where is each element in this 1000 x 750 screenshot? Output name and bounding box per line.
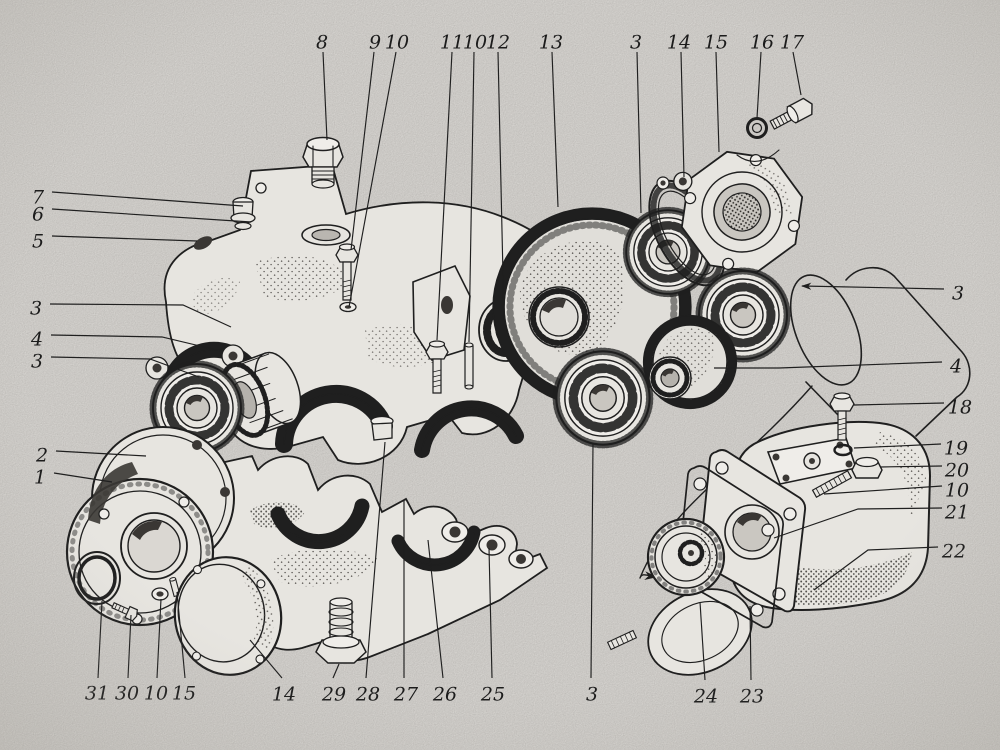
callout-10-label: 10 bbox=[945, 480, 969, 502]
callout-14-label: 14 bbox=[272, 684, 296, 706]
callout-2-label: 2 bbox=[35, 445, 48, 467]
coupling-hub-23 bbox=[646, 517, 726, 597]
driven-gear-cluster bbox=[642, 314, 738, 410]
callout-3-label: 3 bbox=[630, 32, 642, 54]
callout-4-label: 4 bbox=[30, 329, 43, 351]
callout-10-label: 10 bbox=[385, 32, 409, 54]
callout-29-label: 29 bbox=[321, 684, 346, 706]
stud-10 bbox=[464, 342, 474, 390]
gear-hub bbox=[528, 286, 590, 348]
callout-31-label: 31 bbox=[85, 683, 109, 705]
callout-27-label: 27 bbox=[393, 684, 419, 706]
bracket-bolt-hole bbox=[255, 182, 267, 194]
callout-9-label: 9 bbox=[369, 32, 381, 54]
callout-19-label: 19 bbox=[944, 438, 968, 460]
callout-11-label: 11 bbox=[440, 32, 464, 54]
callout-3-label: 3 bbox=[586, 684, 598, 706]
callout-30-label: 30 bbox=[115, 683, 139, 705]
callout-5-label: 5 bbox=[32, 231, 44, 253]
callout-26-label: 26 bbox=[432, 684, 457, 706]
callout-15-label: 15 bbox=[704, 32, 728, 54]
callout-1-label: 1 bbox=[34, 467, 46, 489]
callout-3-label: 3 bbox=[952, 283, 964, 305]
callout-28-label: 28 bbox=[355, 684, 380, 706]
callout-10-label: 10 bbox=[144, 683, 168, 705]
callout-15-label: 15 bbox=[172, 683, 196, 705]
callout-21-label: 21 bbox=[944, 502, 969, 524]
callout-6-label: 6 bbox=[32, 204, 44, 226]
callout-10-label: 10 bbox=[463, 32, 487, 54]
callout-8-label: 8 bbox=[316, 32, 328, 54]
callout-4-label: 4 bbox=[949, 356, 962, 378]
callout-3-label: 3 bbox=[31, 351, 43, 373]
ball-bearing-bottom bbox=[556, 351, 649, 444]
nut-20 bbox=[851, 456, 883, 479]
callout-16-label: 16 bbox=[750, 32, 774, 54]
callout-20-label: 20 bbox=[944, 460, 969, 482]
callout-22-label: 22 bbox=[941, 541, 966, 563]
callout-23-label: 23 bbox=[739, 686, 764, 708]
stud-with-nut bbox=[370, 415, 394, 441]
callout-13-label: 13 bbox=[539, 32, 563, 54]
callout-14-label: 14 bbox=[667, 32, 691, 54]
callout-12-label: 12 bbox=[486, 32, 510, 54]
callout-18-label: 18 bbox=[948, 397, 972, 419]
callout-3-label: 3 bbox=[30, 298, 42, 320]
callout-17-label: 17 bbox=[780, 32, 805, 54]
callout-25-label: 25 bbox=[480, 684, 505, 706]
callout-24-label: 24 bbox=[693, 686, 718, 708]
